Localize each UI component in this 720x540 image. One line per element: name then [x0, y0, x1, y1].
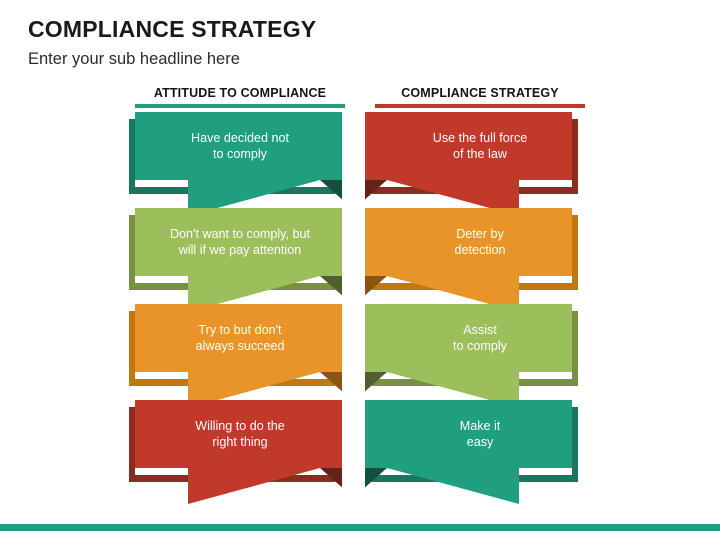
- speech-bubble-strategy-3[interactable]: Assist to comply: [365, 304, 597, 414]
- column-header-strategy: COMPLIANCE STRATEGY: [365, 86, 595, 108]
- column-header-strategy-rule: [375, 104, 585, 108]
- column-header-attitude-label: ATTITUDE TO COMPLIANCE: [153, 86, 327, 100]
- speech-bubble-attitude-1[interactable]: Have decided not to comply: [110, 112, 342, 222]
- speech-bubble-attitude-2[interactable]: Don't want to comply, but will if we pay…: [110, 208, 342, 318]
- speech-bubble-strategy-4[interactable]: Make it easy: [365, 400, 597, 510]
- speech-bubble-attitude-4[interactable]: Willing to do the right thing: [110, 400, 342, 510]
- page-title: COMPLIANCE STRATEGY: [28, 16, 317, 42]
- speech-bubble-strategy-1[interactable]: Use the full force of the law: [365, 112, 597, 222]
- speech-bubble-attitude-3[interactable]: Try to but don't always succeed: [110, 304, 342, 414]
- column-header-attitude-rule: [135, 104, 345, 108]
- column-header-attitude: ATTITUDE TO COMPLIANCE: [125, 86, 355, 108]
- footer-accent-bar: [0, 524, 720, 531]
- speech-bubble-strategy-2[interactable]: Deter by detection: [365, 208, 597, 318]
- column-header-strategy-label: COMPLIANCE STRATEGY: [401, 86, 559, 100]
- page-subtitle: Enter your sub headline here: [28, 50, 240, 68]
